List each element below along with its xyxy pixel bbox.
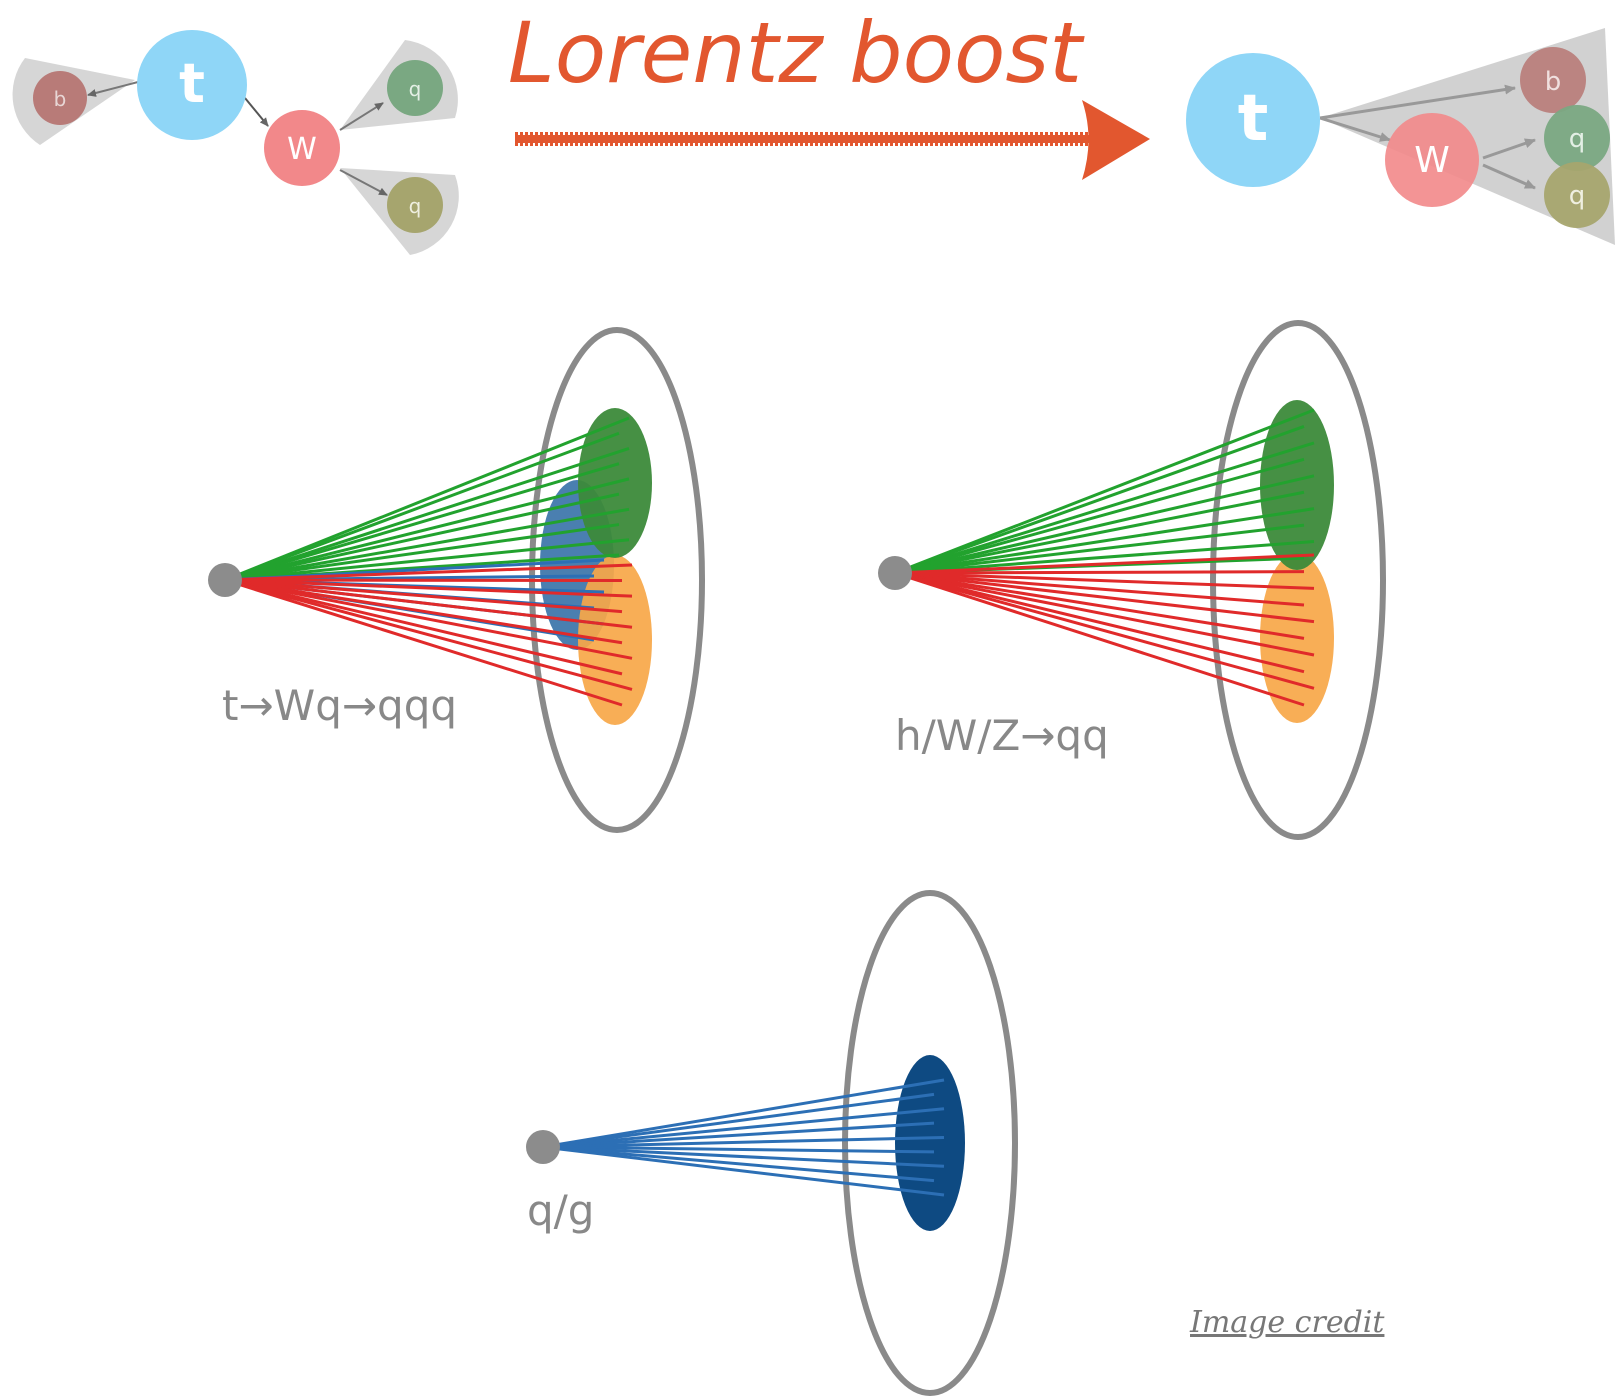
b-label: b [54, 87, 67, 111]
top-jet-red-track [224, 578, 623, 614]
top-jet-vertex [208, 563, 242, 597]
b-particle [33, 71, 87, 125]
top-particle [137, 30, 247, 140]
top-label: t [179, 52, 205, 115]
boson-jet-green-track [894, 425, 1305, 575]
qcd-jet-blue-track [542, 1092, 935, 1149]
top-jet-green-track [224, 431, 620, 582]
boson-jet-green-track [894, 408, 1315, 575]
top-jet-orange-subjet [578, 555, 652, 725]
boosted-w-label: W [1414, 140, 1450, 181]
top-jet-green-track [224, 538, 630, 582]
boson-jet-green-track [894, 441, 1315, 575]
qcd-jet: q/g [526, 890, 1018, 1396]
boson-jet: h/W/Z→qq [878, 320, 1386, 840]
boson-jet-red-track [894, 571, 1315, 624]
qcd-jet-blue-track [542, 1078, 945, 1149]
qcd-jet-blue-track [542, 1121, 935, 1149]
boosted-t-to-b-arrow [1319, 84, 1516, 120]
q1-particle [387, 60, 443, 116]
qcd-jet-blue-track [542, 1145, 935, 1154]
q2-particle [387, 177, 443, 233]
w-to-q1-arrow [339, 102, 384, 131]
resolved-top-decay: b t W q q [12, 30, 459, 255]
boosted-b-label: b [1545, 67, 1562, 97]
top-jet-red-track [224, 578, 633, 629]
boosted-top-label: t [1238, 82, 1269, 156]
boosted-w-to-q-arrow-2 [1482, 163, 1536, 190]
boson-jet-red-track [894, 571, 1305, 707]
t-to-w-arrow [244, 97, 269, 127]
boosted-w-particle [1385, 113, 1479, 207]
top-jet-green-track [224, 477, 630, 582]
boost-arrow [515, 100, 1150, 180]
boson-jet-green-track [894, 540, 1315, 575]
boost-title: Lorentz boost [508, 4, 1085, 102]
boosted-q2-label: q [1569, 181, 1586, 211]
top-jet-red-track [224, 578, 623, 676]
boson-jet-red-track [894, 571, 1305, 607]
top-jet: t→Wq→qqq [208, 327, 705, 833]
boosted-top-particle [1186, 53, 1320, 187]
boson-jet-red-track [894, 571, 1305, 640]
top-jet-green-track [224, 507, 630, 582]
boson-jet-green-track [894, 474, 1315, 575]
boosted-t-to-w-arrow [1319, 116, 1391, 142]
boosted-q1-label: q [1569, 124, 1586, 154]
top-jet-green-track [224, 462, 620, 582]
boson-jet-red-track [894, 553, 1315, 575]
boson-jet-red-track [894, 571, 1305, 674]
w-particle [264, 110, 340, 186]
boosted-q2-particle [1544, 162, 1610, 228]
qcd-jet-blue-track [542, 1145, 945, 1168]
boson-jet-label: h/W/Z→qq [895, 711, 1109, 760]
top-jet-red-track [224, 578, 623, 707]
boson-jet-green-track [894, 507, 1315, 575]
boson-jet-green-track [894, 523, 1305, 575]
top-jet-red-track [224, 563, 633, 582]
qcd-jet-vertex [526, 1130, 560, 1164]
w-label: W [287, 132, 317, 167]
boson-jet-red-track [894, 571, 1315, 690]
top-jet-red-track [224, 578, 633, 691]
boosted-b-particle [1520, 47, 1586, 113]
boson-jet-ring [1210, 320, 1386, 840]
q2-label: q [409, 194, 422, 218]
qcd-jet-blue-track [542, 1145, 945, 1197]
boson-jet-tracks [894, 408, 1315, 707]
top-jet-red-track [224, 578, 623, 583]
qcd-jet-subjet [895, 1055, 965, 1231]
top-jet-red-track [224, 578, 633, 598]
qcd-jet-blue-track [542, 1107, 945, 1149]
top-jet-red-track [224, 578, 633, 660]
qcd-jet-ring [842, 890, 1018, 1396]
top-jet-red-track [224, 578, 623, 645]
boosted-top-decay: t W b q q [1186, 28, 1615, 245]
boson-jet-green-track [894, 490, 1305, 575]
top-jet-green-track [224, 416, 630, 582]
image-credit-link[interactable]: Image credit [1190, 1305, 1385, 1340]
t-to-b-arrow [87, 81, 139, 97]
top-jet-green-track [224, 492, 620, 582]
boson-jet-red-track [894, 571, 1315, 657]
boson-jet-vertex [878, 556, 912, 590]
qcd-jet-tracks [542, 1078, 945, 1197]
boson-jet-green-track [894, 457, 1305, 575]
boson-jet-red-track [894, 570, 1305, 575]
top-jet-green-track [224, 523, 620, 582]
top-jet-green-track [224, 447, 630, 582]
qcd-jet-blue-track [542, 1136, 945, 1149]
top-jet-tracks [224, 416, 633, 707]
w-to-q2-arrow [339, 169, 388, 196]
boson-jet-red-track [894, 571, 1315, 590]
boosted-w-to-q-arrow-1 [1482, 138, 1536, 160]
q1-label: q [409, 77, 422, 101]
top-jet-label: t→Wq→qqq [222, 681, 457, 730]
qcd-jet-label: q/g [527, 1186, 594, 1235]
qcd-jet-blue-track [542, 1145, 935, 1183]
boosted-q1-particle [1544, 105, 1610, 171]
